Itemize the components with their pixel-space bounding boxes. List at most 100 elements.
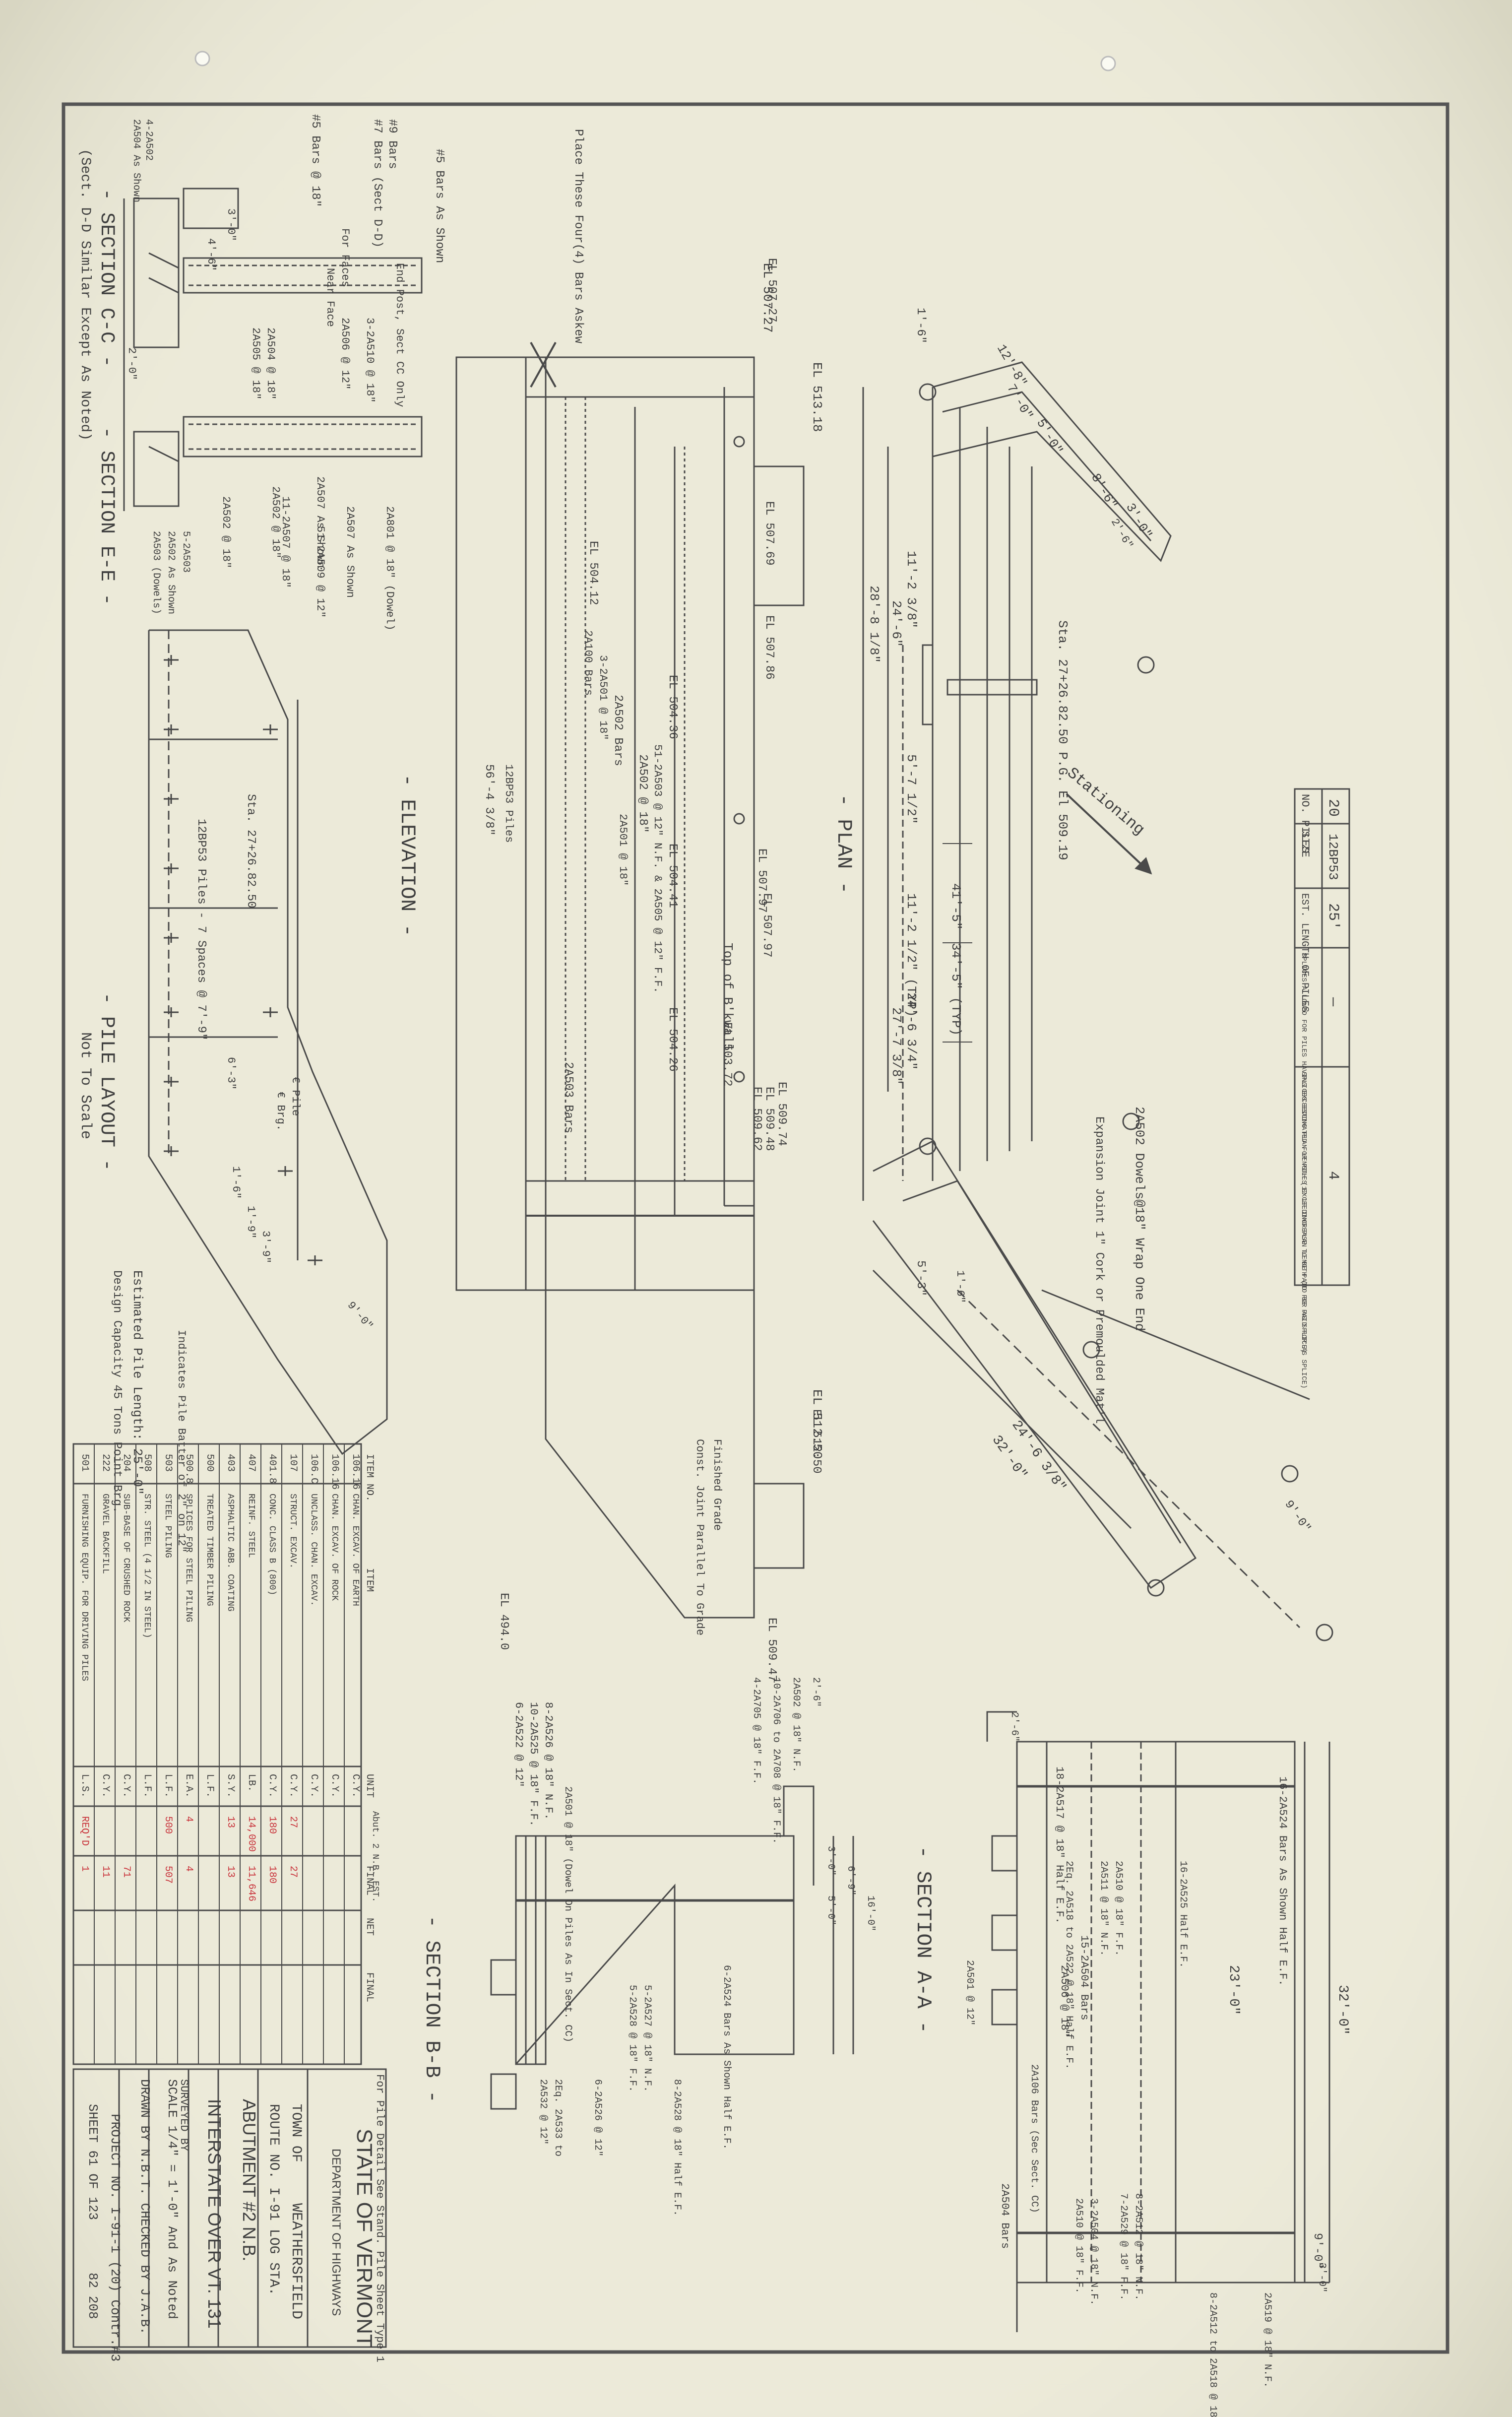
qty-col-item: ITEM xyxy=(364,1568,375,1592)
pile-note-10: € Brg. xyxy=(274,1092,287,1131)
plan-dim-18: 1'-6" xyxy=(914,308,927,343)
qty-cell: E.A. xyxy=(183,1774,194,1798)
title-route: ROUTE NO. I-91 LOG STA. xyxy=(266,2104,281,2295)
elev-label-2: EL 504.12 xyxy=(586,541,600,605)
qty-cell: SUB-BASE OF CRUSHED ROCK xyxy=(121,1494,131,1622)
elevation-view xyxy=(455,342,805,1619)
qty-cell: 107 xyxy=(287,1454,299,1472)
qty-cell: 1 xyxy=(79,1866,90,1872)
aa-note-2: 2Eq. 2A518 to 2A522 @ 18" Half E.F. xyxy=(1063,1861,1074,2069)
plan-dim-12: 11'-2 1/2" (TYP) xyxy=(904,893,919,1017)
cc-note-9: 2A506 @ 12" xyxy=(339,318,351,390)
qty-cell: 4 xyxy=(183,1866,194,1872)
bb-note-1: 8-2A526 @ 18" N.F. xyxy=(542,1702,555,1820)
plan-el-8: EL 509.62 xyxy=(750,1087,763,1151)
qty-cell: 13 xyxy=(225,1866,236,1878)
qty-cell: STR. STEEL (4 1/2 IN STEEL) xyxy=(142,1494,152,1638)
pile-note-2: 12BP53 Piles - 7 Spaces @ 7'-9" xyxy=(194,819,208,1040)
elev-label-10: EL 509.47 xyxy=(765,1618,778,1682)
pile-note-5: 1'-9" xyxy=(245,1206,257,1239)
qty-cell: 500.8 xyxy=(183,1454,194,1484)
bb-note-13: 2A502 @ 18" N.F. xyxy=(790,1677,802,1772)
elev-label-22: Const. Joint Parallel To Grade xyxy=(693,1439,706,1635)
aa-note-14: 8-2A512 to 2A518 @ 18" F.F. xyxy=(1207,2292,1218,2417)
sheet-border xyxy=(62,102,1449,2354)
section-bb-view xyxy=(490,1785,854,2110)
pile-table-val-5: 4 xyxy=(1324,1171,1341,1180)
plan-el-4: EL 507.86 xyxy=(762,615,776,680)
qty-cell: 403 xyxy=(225,1454,236,1472)
plan-view xyxy=(862,361,1333,1641)
punch-hole-right xyxy=(1100,56,1116,71)
elev-label-16: 3-2A501 @ 18" xyxy=(597,655,609,740)
aa-note-12: 8-2A512 @ 18" N.F. xyxy=(1133,2193,1144,2300)
ee-note-4: 11-2A507 @ 18" xyxy=(279,496,292,588)
plan-dim-10: 41'-5" xyxy=(948,883,963,930)
qty-cell: REINF. STEEL xyxy=(246,1494,256,1558)
title-surveyed: SURVEYED BY xyxy=(178,2079,190,2151)
bb-note-8: 2A532 @ 12" xyxy=(537,2079,549,2145)
qty-cell: L.S. xyxy=(79,1774,90,1798)
plan-dim-20: 1'-6" xyxy=(954,1270,966,1303)
elev-label-18: 12BP53 Piles xyxy=(503,764,515,843)
qty-cell: REQ'D xyxy=(79,1816,90,1846)
aa-note-13: 7-2A529 @ 18" F.F. xyxy=(1118,2193,1129,2300)
qty-cell: CHAN. EXCAV. OF EARTH xyxy=(350,1494,360,1606)
cc-note-15: 2A502 @ 18" xyxy=(269,486,282,558)
cc-note-6: Near Face xyxy=(324,268,336,327)
plan-el-7: EL 509.48 xyxy=(762,1087,776,1151)
elev-label-8: EL 512.50 xyxy=(810,1409,823,1474)
aa-note-17: 2A510 @ 18" F.F. xyxy=(1073,2198,1084,2293)
qty-cell: 401.8 xyxy=(266,1454,278,1484)
bb-note-11: 10-2A706 to 2A708 @ 18" F.F. xyxy=(770,1677,782,1844)
qty-cell: 508 xyxy=(141,1454,153,1472)
elev-label-9: EL 494.0 xyxy=(497,1593,510,1650)
pile-markers xyxy=(164,655,322,1265)
plan-el-5: EL 507.97 xyxy=(760,893,773,958)
title-scale: SCALE 1/4" = 1'-0" And As Noted xyxy=(165,2079,180,2319)
qty-cell: C.Y. xyxy=(329,1774,340,1798)
pile-note-4: 1'-6" xyxy=(230,1166,242,1199)
qty-cell: C.Y. xyxy=(287,1774,299,1798)
bb-note-4: 2A501 @ 18" (Dowel On Piles As In Sect. … xyxy=(562,1786,573,2042)
pile-note-1: Sta. 27+26.82.50 xyxy=(244,794,257,908)
aa-note-20: 9'-0" xyxy=(1311,2233,1324,2269)
bb-note-10: 6-2A524 Bars As Shown Half E.F. xyxy=(721,1965,732,2150)
plan-note-dowels: 2A502 Dowels@18" Wrap One End xyxy=(1132,1107,1147,1331)
pile-layout-view xyxy=(148,629,388,1455)
aa-note-5: 2A510 @ 18" F.F. xyxy=(1113,1861,1124,1956)
quantity-rows: ITEM NO. ITEM UNIT Abut. 2 N.B. EST. FIN… xyxy=(364,1454,380,2002)
qty-cell: CHAN. EXCAV. OF ROCK xyxy=(329,1494,339,1601)
section-cc-subtitle: (Sect. D-D Similar Except As Noted) xyxy=(77,149,93,441)
plan-note-sta: Sta. 27+26.82.50 P.G. El 509.19 xyxy=(1055,620,1070,860)
pile-note-11: € Pile xyxy=(289,1077,302,1116)
elev-label-12: 2A502 Bars xyxy=(611,695,625,766)
aa-note-8: 2A504 Bars xyxy=(999,2183,1011,2249)
qty-cell: STEEL PILING xyxy=(163,1494,173,1558)
cc-note-10: 2A504 @ 18" xyxy=(264,327,277,399)
bb-note-7: 2Eq. 2A533 to xyxy=(552,2079,564,2156)
qty-cell: 11,646 xyxy=(246,1866,257,1901)
plan-note-joint: Expansion Joint 1" Cork or Premoulded Ma… xyxy=(1092,1116,1106,1424)
qty-cell: GRAVEL BACKFILL xyxy=(100,1494,110,1574)
plan-el-1: EL 513.18 xyxy=(810,362,824,432)
elev-label-19: 56'-4 3/8" xyxy=(482,764,496,836)
title-sheet: SHEET 61 OF 123 xyxy=(85,2104,100,2220)
pile-table-val-4: — xyxy=(1324,997,1341,1007)
qty-cell: L.F. xyxy=(204,1774,215,1798)
qty-cell: 204 xyxy=(121,1454,132,1472)
cc-note-3: #7 Bars (Sect D-D) xyxy=(371,119,384,248)
pile-table-hdr-1: NO. PILES xyxy=(1299,794,1311,853)
cc-note-11: 2A505 @ 18" xyxy=(250,327,262,399)
section-aa-view xyxy=(986,1711,1330,2332)
bb-note-5: 5-2A527 @ 18" N.F. xyxy=(641,1985,653,2092)
bb-note-12: 4-2A705 @ 18" F.F. xyxy=(751,1677,762,1784)
plan-el-9: EL 512.50 xyxy=(810,1389,824,1459)
aa-note-4: 2A511 @ 18" N.F. xyxy=(1098,1861,1109,1956)
qty-cell: L.F. xyxy=(162,1774,174,1798)
cc-note-12: 2A504 As Shown xyxy=(130,119,142,202)
elev-label-11: 2A503 Bars xyxy=(562,1062,575,1133)
qty-cell: C.Y. xyxy=(308,1774,319,1798)
elev-label-4: EL 504.41 xyxy=(666,844,679,908)
plan-dim-6: 28'-8 1/8" xyxy=(867,586,882,663)
